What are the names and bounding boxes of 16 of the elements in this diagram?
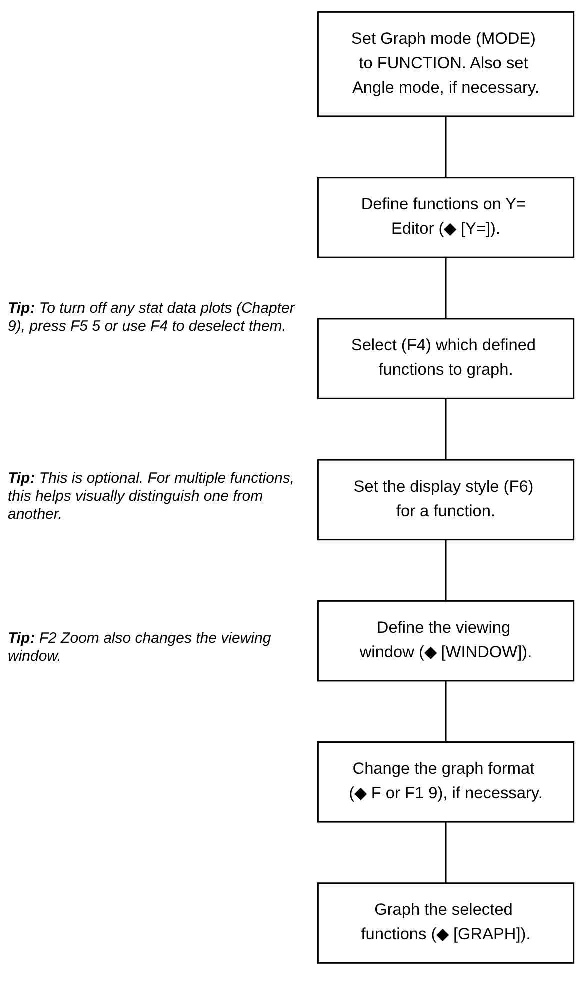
node-box: Define the viewing window (◆ [WINDOW]). bbox=[317, 600, 575, 682]
connector bbox=[445, 540, 447, 602]
node-box: Change the graph format (◆ F or F1 9), if necessary. bbox=[317, 742, 575, 823]
connector bbox=[445, 822, 447, 884]
connector bbox=[445, 258, 447, 319]
connector bbox=[445, 680, 447, 742]
tip-note: Tip: To turn off any stat data plots (Chapter 9), press F5 5 or use F4 to deselect them. bbox=[8, 300, 296, 336]
node-box: Select (F4) which defined functions to graph. bbox=[317, 318, 575, 400]
node-box: Define functions on Y= Editor (◆ [Y=]). bbox=[317, 177, 575, 258]
connector bbox=[445, 116, 447, 178]
tip-note: Tip: This is optional. For multiple functions, this helps visually distinguish one from another. bbox=[8, 470, 296, 524]
tip-note: Tip: F2 Zoom also changes the viewing window. bbox=[8, 630, 272, 666]
node-box: Set the display style (F6) for a function. bbox=[317, 459, 575, 541]
connector bbox=[445, 398, 447, 460]
node-box: Set Graph mode (MODE) to FUNCTION. Also set Angle mode, if necessary. bbox=[317, 11, 575, 118]
node-box: Graph the selected functions (◆ [GRAPH]). bbox=[317, 882, 575, 964]
